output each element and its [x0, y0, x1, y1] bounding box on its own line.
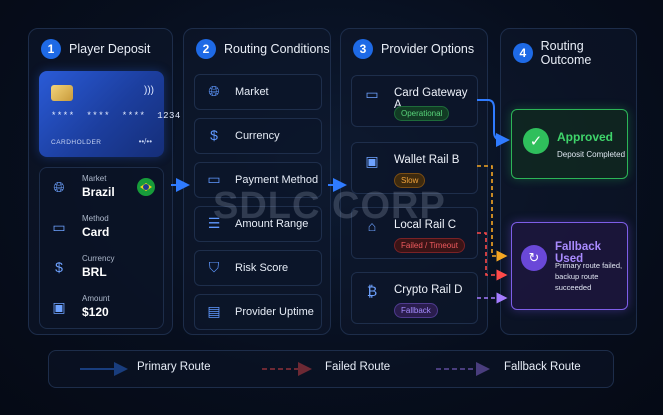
- deposit-row-method: ▭ Method Card: [40, 210, 163, 248]
- status-badge: Fallback: [394, 303, 438, 318]
- status-badge: Failed / Timeout: [394, 238, 465, 253]
- card-number: **** **** **** 1234: [51, 111, 181, 121]
- shield-icon: ⛉: [208, 259, 220, 275]
- provider-label: Card Gateway A: [394, 87, 468, 111]
- arrow-slow-route: [477, 165, 508, 262]
- deposit-label: Currency: [82, 254, 115, 263]
- card-icon: ▭: [207, 171, 221, 187]
- column-title: Routing Conditions: [224, 42, 330, 56]
- contactless-icon: ))): [144, 85, 154, 96]
- globe-icon: 🌐︎: [208, 83, 220, 99]
- fallback-title: Fallback Used: [555, 241, 602, 265]
- card-expiry: ••/••: [138, 137, 152, 146]
- column-title: Routing Outcome: [540, 39, 592, 67]
- step-number-1: 1: [41, 39, 61, 59]
- step-number-3: 3: [353, 39, 373, 59]
- condition-label: Market: [235, 86, 269, 98]
- legend-fallback: Fallback Route: [504, 361, 581, 373]
- server-icon: ▤: [207, 303, 221, 319]
- dollar-icon: $: [55, 259, 63, 275]
- fallback-subtitle: Primary route failed, backup route succe…: [555, 261, 623, 292]
- condition-label: Currency: [235, 130, 280, 142]
- player-deposit-column: 1 Player Deposit ))) **** **** **** 1234…: [28, 28, 180, 335]
- deposit-value: $120: [82, 305, 109, 319]
- bitcoin-icon: ₿: [366, 283, 378, 299]
- provider-local-rail-c: ⌂ Local Rail C Failed / Timeout: [351, 207, 478, 259]
- deposit-value: BRL: [82, 265, 107, 279]
- deposit-value: Brazil: [82, 185, 115, 199]
- arrow-failed-route: [477, 232, 508, 281]
- card-icon: ▭: [52, 219, 66, 235]
- condition-risk-score: ⛉ Risk Score: [194, 250, 322, 286]
- brazil-flag-icon: [137, 178, 155, 196]
- fallback-outcome: ↻ Fallback Used Primary route failed, ba…: [511, 222, 628, 310]
- provider-options-column: 3 Provider Options ▭ Card Gateway A Oper…: [340, 28, 488, 335]
- routing-conditions-column: 2 Routing Conditions 🌐︎ Market $ Currenc…: [183, 28, 331, 335]
- wallet-icon: ▣: [52, 299, 66, 315]
- condition-label: Amount Range: [235, 218, 309, 230]
- provider-wallet-rail-b: ▣ Wallet Rail B Slow: [351, 142, 478, 194]
- deposit-row-amount: ▣ Amount $120: [40, 290, 163, 328]
- provider-crypto-rail-d: ₿ Crypto Rail D Fallback: [351, 272, 478, 324]
- condition-provider-uptime: ▤ Provider Uptime: [194, 294, 322, 330]
- arrow-primary-route: [477, 99, 510, 147]
- condition-market: 🌐︎ Market: [194, 74, 322, 110]
- sliders-icon: ☰: [207, 215, 221, 231]
- legend: Primary Route Failed Route Fallback Rout…: [48, 350, 614, 388]
- condition-label: Provider Uptime: [235, 306, 314, 318]
- check-icon: ✓: [523, 128, 549, 154]
- provider-label: Crypto Rail D: [394, 284, 463, 296]
- column-title: Provider Options: [381, 42, 475, 56]
- globe-icon: 🌐︎: [53, 179, 65, 195]
- refresh-icon: ↻: [521, 245, 547, 271]
- condition-label: Payment Method: [235, 174, 319, 186]
- deposit-row-currency: $ Currency BRL: [40, 250, 163, 288]
- approved-title: Approved: [557, 130, 614, 144]
- routing-outcome-column: 4 Routing Outcome ✓ Approved Deposit Com…: [500, 28, 637, 335]
- deposit-label: Market: [82, 174, 107, 183]
- condition-amount-range: ☰ Amount Range: [194, 206, 322, 242]
- approved-outcome: ✓ Approved Deposit Completed: [511, 109, 628, 179]
- wallet-icon: ▣: [365, 153, 379, 169]
- card-chip-icon: [51, 85, 73, 101]
- legend-primary: Primary Route: [137, 361, 211, 373]
- deposit-label: Method: [82, 214, 109, 223]
- step-number-4: 4: [513, 43, 533, 63]
- dollar-icon: $: [210, 127, 218, 143]
- condition-currency: $ Currency: [194, 118, 322, 154]
- deposit-label: Amount: [82, 294, 110, 303]
- status-badge: Operational: [394, 106, 450, 121]
- approved-subtitle: Deposit Completed: [557, 150, 626, 159]
- legend-failed: Failed Route: [325, 361, 391, 373]
- provider-label: Local Rail C: [394, 219, 456, 231]
- deposit-details: 🌐︎ Market Brazil ▭ Method Card $ Currenc…: [39, 167, 164, 329]
- card-holder: CARDHOLDER: [51, 139, 102, 146]
- status-badge: Slow: [394, 173, 426, 188]
- card-icon: ▭: [365, 86, 379, 102]
- deposit-row-market: 🌐︎ Market Brazil: [40, 170, 163, 208]
- watermark-logo: SDLC CORP: [213, 185, 446, 227]
- deposit-value: Card: [82, 225, 110, 239]
- step-number-2: 2: [196, 39, 216, 59]
- provider-label: Wallet Rail B: [394, 154, 460, 166]
- column-title: Player Deposit: [69, 42, 151, 56]
- bank-icon: ⌂: [367, 218, 377, 234]
- condition-label: Risk Score: [235, 262, 289, 274]
- condition-payment-method: ▭ Payment Method: [194, 162, 322, 198]
- payment-card: ))) **** **** **** 1234 CARDHOLDER ••/••: [39, 71, 180, 157]
